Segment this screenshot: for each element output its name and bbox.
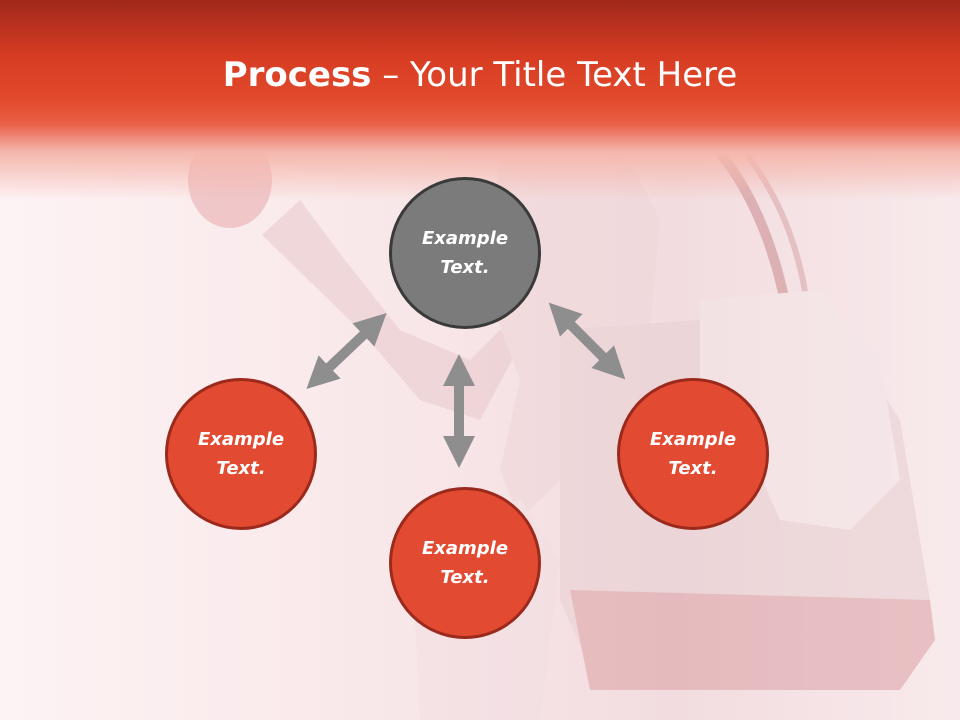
title-bold-text: Process: [222, 55, 372, 95]
slide-title: Process – Your Title Text Here: [0, 52, 960, 98]
process-node-left: Example Text.: [165, 378, 317, 530]
process-node-left-label: Example Text.: [197, 429, 285, 479]
title-bar: [0, 0, 960, 200]
arrow-left-diagonal: [306, 312, 387, 390]
process-node-right-label: Example Text.: [649, 429, 737, 479]
process-node-bottom-label: Example Text.: [421, 538, 509, 588]
title-rest-text: – Your Title Text Here: [371, 55, 738, 95]
process-node-bottom: Example Text.: [389, 487, 541, 639]
arrow-right-diagonal: [548, 302, 626, 380]
process-node-right: Example Text.: [617, 378, 769, 530]
process-node-top: Example Text.: [389, 177, 541, 329]
process-node-top-label: Example Text.: [421, 228, 509, 278]
